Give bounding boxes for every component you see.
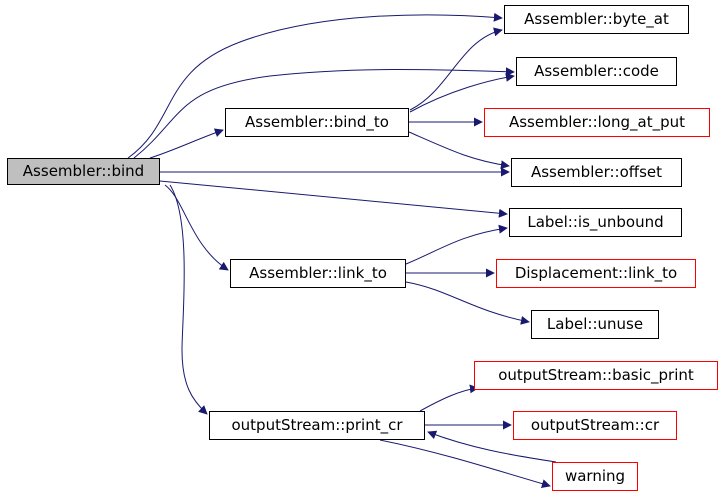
node-assembler-long-at-put[interactable]: Assembler::long_at_put [484,108,710,137]
node-label-is-unbound[interactable]: Label::is_unbound [509,208,682,237]
edge-bind-is-unbound [159,180,508,218]
edge-bind-print-cr [169,184,208,415]
node-assembler-offset[interactable]: Assembler::offset [511,158,682,187]
edge-bind-bind-to [149,128,224,159]
edge-bind-to-code [409,72,515,113]
node-assembler-bind-to[interactable]: Assembler::bind_to [225,108,409,137]
node-outputstream-cr[interactable]: outputStream::cr [513,411,677,440]
node-displacement-link-to[interactable]: Displacement::link_to [496,259,696,288]
node-assembler-bind: Assembler::bind [7,158,160,185]
edge-link-to-is-unbound [405,224,508,265]
node-outputstream-basic-print[interactable]: outputStream::basic_print [474,361,718,390]
node-assembler-byte-at[interactable]: Assembler::byte_at [504,5,689,34]
edge-bind-to-byte-at [409,27,503,111]
node-assembler-link-to[interactable]: Assembler::link_to [230,259,406,288]
node-label-unuse[interactable]: Label::unuse [531,310,659,339]
node-outputstream-print-cr[interactable]: outputStream::print_cr [209,411,425,440]
edge-print-cr-basic-print [419,384,479,412]
edge-link-to-unuse [405,281,530,325]
node-assembler-code[interactable]: Assembler::code [516,57,677,86]
edge-bind-to-offset [408,131,510,170]
edge-bind-link-to [164,184,229,271]
edge-print-cr-warning [379,439,551,488]
node-warning[interactable]: warning [552,462,638,491]
edge-warning-print-cr [427,430,557,463]
edge-bind-byte-at [127,12,503,159]
